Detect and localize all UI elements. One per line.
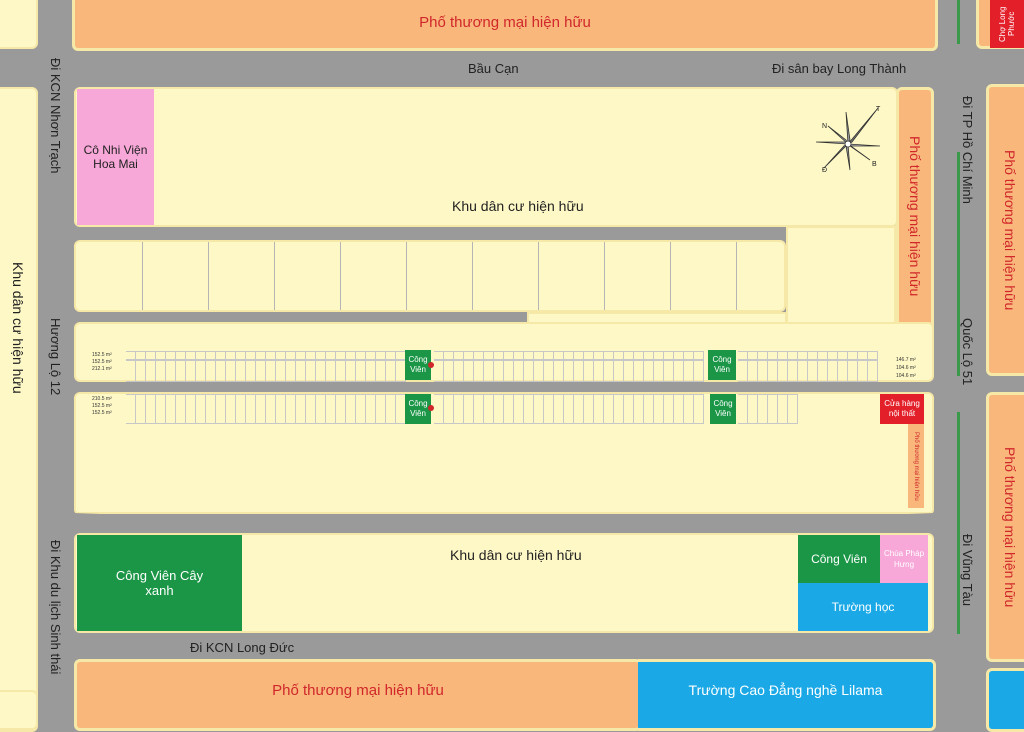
bottom-residential-label: Khu dân cư hiện hữu [450,547,582,563]
pagoda-block: Chùa Pháp Hưng [880,535,928,583]
lilama-college-label: Trường Cao Đẳng nghề Lilama [688,682,883,698]
compass-t-label: T [876,106,881,113]
right-commercial-bottom-label: Phố thương mại hiện hữu [1002,446,1018,608]
row2-park-a-marker-icon [428,405,434,411]
lot-row-2-cells-a [126,394,406,424]
green-strip-right-2 [957,412,960,634]
green-strip-right-1 [957,152,960,376]
furniture-store-label: Cửa hàng nội thất [884,399,920,418]
lilama-college-block: Trường Cao Đẳng nghề Lilama [638,659,936,731]
inner-right-commercial-label: Phố thương mại hiện hữu [907,135,923,297]
bottom-left-corner-block [0,690,38,730]
right-commercial-top-block: Phố thương mại hiện hữu [986,84,1024,376]
nhon-trach-direction-label: Đi KCN Nhơn Trạch [48,58,63,174]
lot-row-1-cells-a2 [126,360,406,382]
school-label: Trường học [831,600,895,614]
lot-row-2-block [74,392,934,514]
lot-row-1-cells-c2 [738,360,878,382]
park-green-space-label: Công Viên Cây xanh [115,568,204,598]
row1-park-b: Công Viên [708,350,736,380]
long-duc-direction-label: Đi KCN Long Đức [190,640,295,655]
bau-can-road-label: Bầu Cạn [468,61,519,76]
cho-long-phuoc-block: Chợ Long Phước [990,0,1024,48]
large-lot-block [74,240,786,312]
compass-d-label: Đ [822,167,827,174]
row1-area-2: 152.5 m² [92,359,112,365]
inner-right-commercial-block: Phố thương mại hiện hữu [896,87,934,345]
lot-row-2-cells-b [434,394,704,424]
right-park-label: Công Viên [811,552,867,566]
top-residential-block [74,87,898,227]
curved-road-shape [74,513,934,525]
hcm-direction-label: Đi TP Hồ Chí Minh [960,96,975,204]
row1-area-3: 212.1 m² [92,366,112,372]
orphanage-block: Cô Nhi Viện Hoa Mai [77,89,154,225]
top-left-corner-block [0,0,38,49]
row2-area-3: 152.5 m² [92,410,112,416]
bottom-commercial-block: Phố thương mại hiện hữu [74,659,642,731]
orphanage-label: Cô Nhi Viện Hoa Mai [83,143,148,171]
top-commercial-label: Phố thương mại hiện hữu [419,14,591,31]
right-area-1: 146.7 m² [896,357,916,363]
large-lot-dividers [76,242,737,310]
furniture-store-block: Cửa hàng nội thất [880,394,924,424]
row2-park-b: Công Viên [710,394,736,424]
row2-area-1: 210.5 m² [92,396,112,402]
school-block: Trường học [798,583,928,631]
row1-park-a-label: Công Viên [408,355,428,374]
lot-row-2-cells-c [738,394,798,424]
left-residential-label: Khu dân cư hiện hữu [10,262,26,394]
right-commercial-top-label: Phố thương mại hiện hữu [1002,149,1018,311]
row2-park-a-label: Công Viên [408,399,428,418]
lot-row-1-cells-b [434,351,704,360]
lot-row-1-cells-b2 [434,360,704,382]
green-strip-top [957,0,960,44]
right-bottom-corner-block [986,668,1024,732]
quoc-lo-51-label: Quốc Lộ 51 [960,318,975,386]
right-park-block: Công Viên [798,535,880,583]
compass-rose-icon: N T B Đ [815,106,881,174]
small-commercial-strip: Phố thương mại hiện hữu [908,424,924,508]
park-green-space-block: Công Viên Cây xanh [77,535,242,631]
compass-b-label: B [872,161,877,168]
row1-area-1: 152.5 m² [92,352,112,358]
row1-park-b-label: Công Viên [712,355,732,374]
top-residential-label: Khu dân cư hiện hữu [452,198,584,214]
lot-row-1-block [74,322,934,382]
airport-direction-label: Đi sân bay Long Thành [772,61,907,76]
right-commercial-bottom-block: Phố thương mại hiện hữu [986,392,1024,662]
left-residential-block [0,87,38,732]
eco-tourism-direction-label: Đi Khu du lịch Sinh thái [48,540,63,675]
right-area-3: 104.6 m² [896,373,916,379]
vung-tau-direction-label: Đi Vũng Tàu [960,534,975,607]
cho-long-phuoc-label: Chợ Long Phước [998,6,1016,42]
row2-park-b-label: Công Viên [713,399,733,418]
row1-park-a: Công Viên [405,350,431,380]
row1-park-a-marker-icon [428,362,434,368]
compass-n-label: N [822,123,827,130]
lot-row-1-cells-c [738,351,878,360]
right-area-2: 104.6 m² [896,365,916,371]
bottom-commercial-label: Phố thương mại hiện hữu [272,681,444,699]
pagoda-label: Chùa Pháp Hưng [883,549,925,569]
top-commercial-block: Phố thương mại hiện hữu [72,0,938,51]
row2-park-a: Công Viên [405,394,431,424]
lot-row-1-cells-a [126,351,406,360]
row2-area-2: 152.5 m² [92,403,112,409]
huong-lo-12-label: Hương Lộ 12 [48,318,63,396]
small-commercial-label: Phố thương mại hiện hữu [913,431,919,501]
